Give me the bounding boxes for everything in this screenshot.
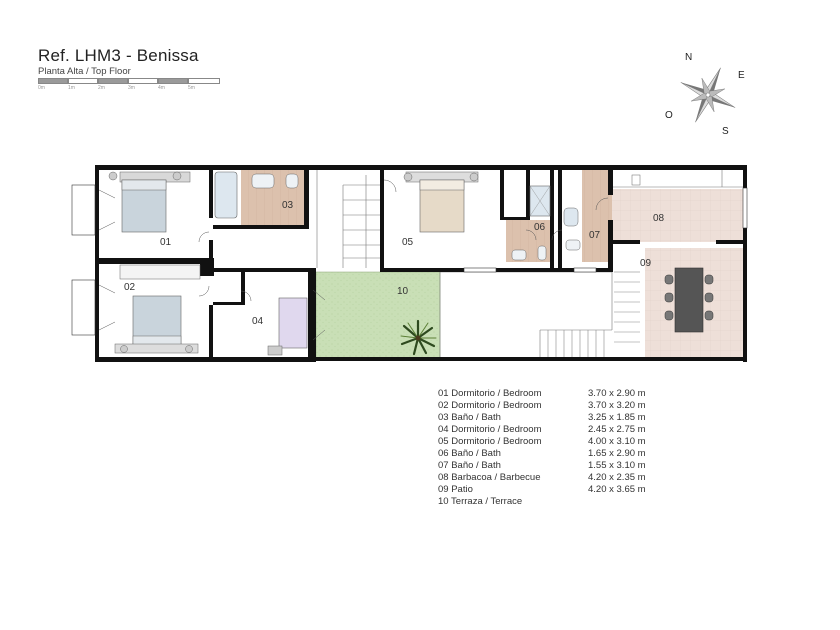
page-title: Ref. LHM3 - Benissa <box>38 46 199 65</box>
bathtub-icon <box>214 171 238 219</box>
room-label-06: 06 <box>534 222 546 233</box>
barbecue-08-floor <box>612 189 745 242</box>
lamp-icon <box>185 345 193 353</box>
lamp-icon <box>403 172 413 182</box>
room-label-03: 03 <box>282 200 294 211</box>
compass-s-label: S <box>722 126 729 137</box>
lamp-icon <box>469 172 479 182</box>
room-label-07: 07 <box>589 230 601 241</box>
bath-07-floor <box>582 170 612 262</box>
lamp-icon <box>120 345 128 353</box>
scale-label: 5m <box>188 85 195 91</box>
lamp-icon <box>108 171 118 181</box>
scale-label: 3m <box>128 85 135 91</box>
barbecue-grill-icon <box>631 174 641 186</box>
bed-04 <box>278 297 308 349</box>
compass-rose: N E S O <box>660 50 750 140</box>
scale-segment <box>158 78 188 84</box>
sink-icon <box>563 207 579 227</box>
room-label-09: 09 <box>640 258 652 269</box>
room-label-02: 02 <box>124 282 136 293</box>
toilet-icon <box>537 245 547 261</box>
toilet-icon <box>285 173 299 189</box>
room-label-05: 05 <box>402 237 414 248</box>
lamp-icon <box>172 171 182 181</box>
compass-star-icon <box>680 67 736 123</box>
compass-o-label: O <box>665 110 673 121</box>
scale-label: 0m <box>38 85 45 91</box>
scale-segment <box>98 78 128 84</box>
palm-tree-icon <box>400 319 437 356</box>
scale-label: 1m <box>68 85 75 91</box>
scale-segment <box>38 78 68 84</box>
sink-icon <box>511 249 527 261</box>
scale-segment <box>128 78 158 84</box>
patio-table <box>674 267 704 333</box>
scale-label: 4m <box>158 85 165 91</box>
room-label-01: 01 <box>160 237 172 248</box>
room-label-04: 04 <box>252 316 264 327</box>
scale-label: 2m <box>98 85 105 91</box>
page-subtitle: Planta Alta / Top Floor <box>38 66 131 77</box>
legend-row: 10 Terraza / Terrace <box>438 496 523 507</box>
toilet-icon <box>565 239 581 251</box>
compass-n-label: N <box>685 52 693 63</box>
room-label-10: 10 <box>397 286 409 297</box>
room-label-08: 08 <box>653 213 665 224</box>
sink-icon <box>251 173 275 189</box>
compass-e-label: E <box>738 70 745 81</box>
scale-bar: 0m 1m 2m 3m 4m 5m <box>38 78 220 91</box>
scale-segment <box>188 78 220 84</box>
scale-segment <box>68 78 98 84</box>
